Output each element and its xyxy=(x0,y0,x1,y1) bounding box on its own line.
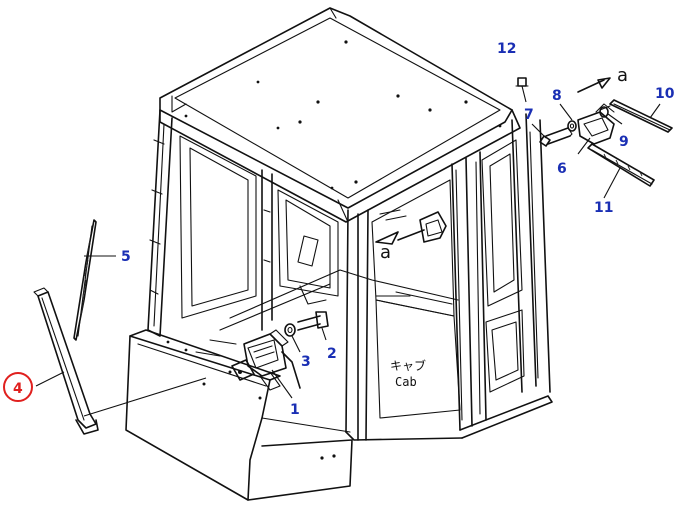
part-number-11: 11 xyxy=(594,200,613,216)
part-number-8: 8 xyxy=(552,88,562,104)
part-number-7: 7 xyxy=(524,107,534,123)
wiper-motor-assembly xyxy=(231,329,301,391)
part-number-2: 2 xyxy=(327,346,337,362)
front-lower-panel xyxy=(125,329,353,501)
part-number-5: 5 xyxy=(121,249,131,265)
highlight-circle-item-4 xyxy=(3,372,33,402)
part-number-12: 12 xyxy=(497,41,516,57)
part-number-1: 1 xyxy=(290,402,300,418)
rear-wiper-arm-10 xyxy=(609,99,673,133)
inner-bracket xyxy=(375,209,447,245)
rear-washer-8 xyxy=(567,120,577,132)
part-number-4: 4 xyxy=(13,381,23,397)
reference-letter-a-top: a xyxy=(617,65,628,86)
part-number-10: 10 xyxy=(655,86,675,102)
part-number-9: 9 xyxy=(619,134,629,150)
rear-wiper-blade-11 xyxy=(587,143,655,187)
rear-bolt-7 xyxy=(539,127,573,147)
part-number-3: 3 xyxy=(301,354,311,370)
wiper-arm-4 xyxy=(33,287,99,435)
reference-letter-a-mid: a xyxy=(380,242,391,263)
rear-wiper-motor-6 xyxy=(577,103,615,145)
cab-label-japanese: キャブ xyxy=(390,358,426,373)
reference-arrow-a-top xyxy=(577,77,611,93)
part-number-labels: 1 2 3 4 5 6 7 8 9 10 11 12 xyxy=(13,41,675,418)
rear-nut-9 xyxy=(599,105,611,118)
part-number-6: 6 xyxy=(557,161,567,177)
bolt-and-washer xyxy=(284,311,329,337)
wiper-blade-5 xyxy=(73,219,97,341)
grommet-12 xyxy=(515,77,529,87)
cab-label-english: Cab xyxy=(395,375,417,389)
cab-frame xyxy=(147,109,553,441)
leader-lines xyxy=(35,85,661,417)
